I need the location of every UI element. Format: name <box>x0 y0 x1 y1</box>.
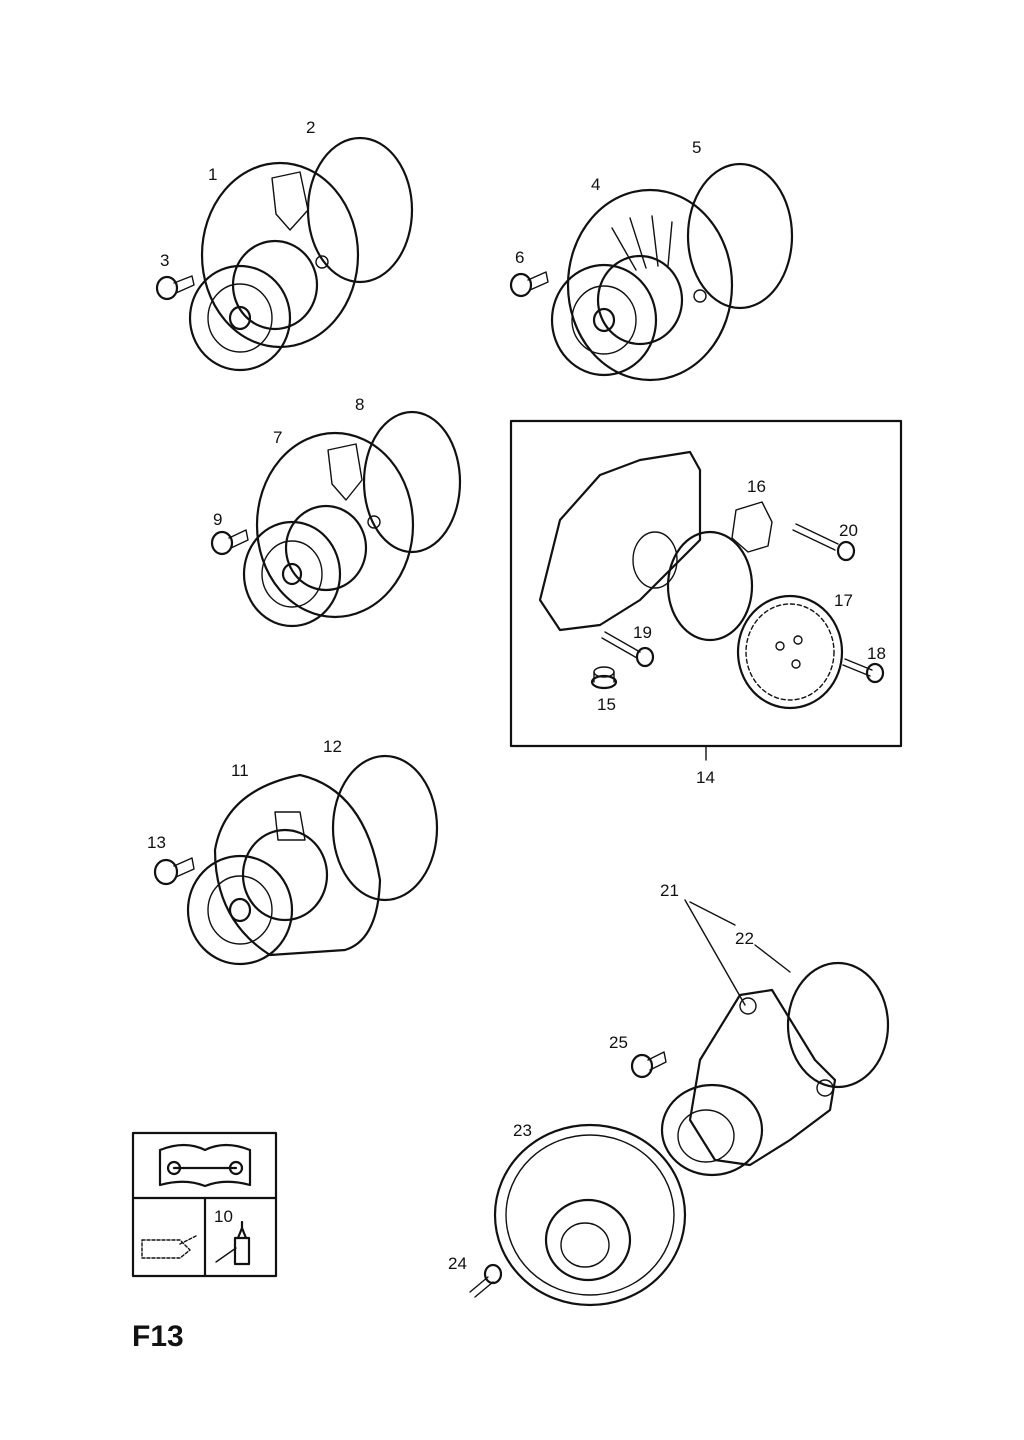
callout-6: 6 <box>515 248 524 267</box>
pump-body-14 <box>538 450 702 632</box>
pulley-hub <box>228 897 252 923</box>
pulley-hub <box>592 307 616 333</box>
pump-flange-inner <box>677 1109 735 1163</box>
callout-9: 9 <box>213 510 222 529</box>
manual-wrench-icon <box>158 1143 252 1188</box>
water-pump-assembly-21[interactable] <box>469 899 890 1307</box>
pulley-7 <box>242 520 342 628</box>
callout-3: 3 <box>160 251 169 270</box>
assembly-14-frame <box>509 419 903 748</box>
callout-19: 19 <box>633 623 652 642</box>
pulley-11 <box>186 854 294 966</box>
sheet-code: F13 <box>132 1320 184 1353</box>
housing-bolt-hole <box>693 289 707 303</box>
callout-20: 20 <box>839 521 858 540</box>
callout-8: 8 <box>355 395 364 414</box>
pump-flange <box>660 1083 764 1177</box>
callout-16: 16 <box>747 477 766 496</box>
pulley-inner-ring <box>207 283 273 353</box>
pulley-hub <box>228 305 252 331</box>
bolt-24 <box>469 1263 503 1298</box>
pulley-inner-ring <box>261 540 323 608</box>
water-pump-assembly-4[interactable] <box>509 162 794 382</box>
leader-22 <box>754 944 791 973</box>
pulley-inner-ring <box>207 875 273 945</box>
callout-15: 15 <box>597 695 616 714</box>
pulley-1 <box>188 264 292 372</box>
sprocket-teeth <box>241 828 329 922</box>
callout-11: 11 <box>231 761 249 780</box>
plug-15 <box>590 666 618 690</box>
sealant-tube-icon <box>215 1220 251 1266</box>
callout-2: 2 <box>306 118 315 137</box>
bolt-13 <box>153 857 195 886</box>
gasket-ring-5 <box>686 162 794 310</box>
housing-tab <box>327 443 363 501</box>
pulley-4 <box>550 263 658 377</box>
callout-23: 23 <box>513 1121 532 1140</box>
callout-13: 13 <box>147 833 166 852</box>
o-ring-22 <box>786 961 890 1089</box>
housing-bolt-hole <box>367 515 381 529</box>
gasket-16 <box>731 501 773 553</box>
callout-18: 18 <box>867 644 886 663</box>
bolt-9 <box>210 529 249 556</box>
gasket-ring-8 <box>362 410 462 554</box>
bolt-3 <box>155 275 195 301</box>
bolt-18 <box>842 658 885 684</box>
callout-10: 10 <box>214 1207 233 1226</box>
callout-14: 14 <box>696 768 715 787</box>
callout-24: 24 <box>448 1254 467 1273</box>
callout-1: 1 <box>208 165 217 184</box>
mount-hole <box>739 997 757 1015</box>
gasket-ring-12 <box>331 754 439 902</box>
water-pump-assembly-11[interactable] <box>153 754 439 966</box>
water-pump-assembly-1[interactable] <box>155 136 414 372</box>
bolt-25 <box>630 1051 667 1079</box>
bolt-20 <box>792 523 856 562</box>
water-pump-assembly-14[interactable] <box>509 419 903 761</box>
pulley-inner-ring <box>571 285 637 355</box>
housing-bolt-hole <box>315 255 329 269</box>
water-pump-assembly-7[interactable] <box>210 410 462 628</box>
o-ring-16 <box>666 530 754 642</box>
oil-can-icon <box>141 1235 197 1259</box>
mount-hole <box>816 1079 834 1097</box>
service-legend <box>131 1131 278 1278</box>
housing-ribs <box>611 215 673 271</box>
pump-body-21 <box>688 988 837 1167</box>
pulley-hub <box>281 562 303 586</box>
pump-housing-11 <box>213 773 382 957</box>
callout-4: 4 <box>591 175 600 194</box>
callout-25: 25 <box>609 1033 628 1052</box>
callout-5: 5 <box>692 138 701 157</box>
pulley-23 <box>493 1123 687 1307</box>
sprocket-teeth <box>284 504 368 592</box>
pump-body-port <box>632 531 678 589</box>
callout-21: 21 <box>660 881 679 900</box>
gasket-ring-2 <box>306 136 414 284</box>
callout-22: 22 <box>735 929 754 948</box>
bolt-6 <box>509 271 549 298</box>
pump-housing-4 <box>566 188 734 382</box>
pump-housing-7 <box>255 431 415 619</box>
sprocket-teeth <box>596 254 684 346</box>
housing-tab <box>274 811 306 841</box>
callout-12: 12 <box>323 737 342 756</box>
callout-17: 17 <box>834 591 853 610</box>
gear-17 <box>736 594 844 710</box>
callout-7: 7 <box>273 428 282 447</box>
housing-tab <box>271 171 309 231</box>
bolt-19 <box>601 631 655 668</box>
pump-housing-1 <box>200 161 360 349</box>
leader-21-22 <box>684 899 746 1006</box>
